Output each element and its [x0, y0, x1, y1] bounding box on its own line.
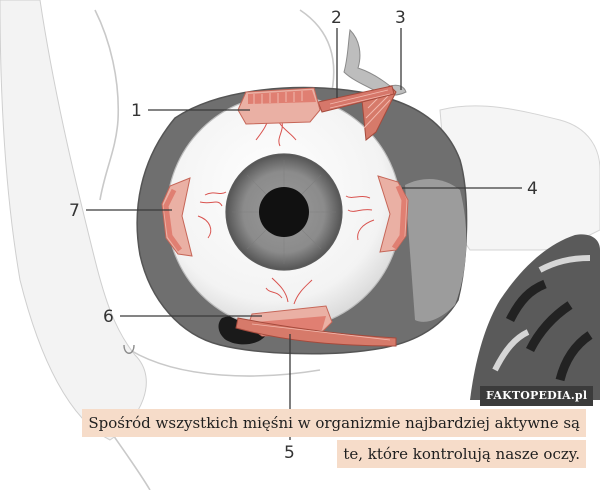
iris-texture — [232, 160, 336, 264]
pupil — [259, 187, 309, 237]
label-5: 5 — [284, 443, 295, 463]
sinus-structure — [470, 234, 600, 400]
levator-muscle — [317, 85, 395, 113]
label-2: 2 — [331, 8, 342, 28]
caption-line-2: te, które kontrolują nasze oczy. — [337, 440, 586, 468]
label-7: 7 — [69, 201, 80, 221]
skull-lightfill — [0, 0, 600, 441]
label-3: 3 — [395, 8, 406, 28]
medial-rectus-muscle — [161, 177, 193, 257]
small-mark — [123, 344, 135, 354]
nasal-wall — [405, 178, 467, 322]
faktopedia-watermark: FAKTOPEDIA.pl — [480, 386, 594, 406]
inferior-oblique-muscle — [235, 317, 397, 347]
label-4: 4 — [527, 179, 538, 199]
label-1: 1 — [131, 101, 142, 121]
label-6: 6 — [103, 307, 114, 327]
superior-rectus-muscle — [237, 87, 321, 125]
lateral-rectus-muscle — [377, 175, 409, 253]
trochlea — [343, 28, 407, 96]
caption-line-1: Spośród wszystkich mięśni w organizmie n… — [82, 409, 586, 437]
